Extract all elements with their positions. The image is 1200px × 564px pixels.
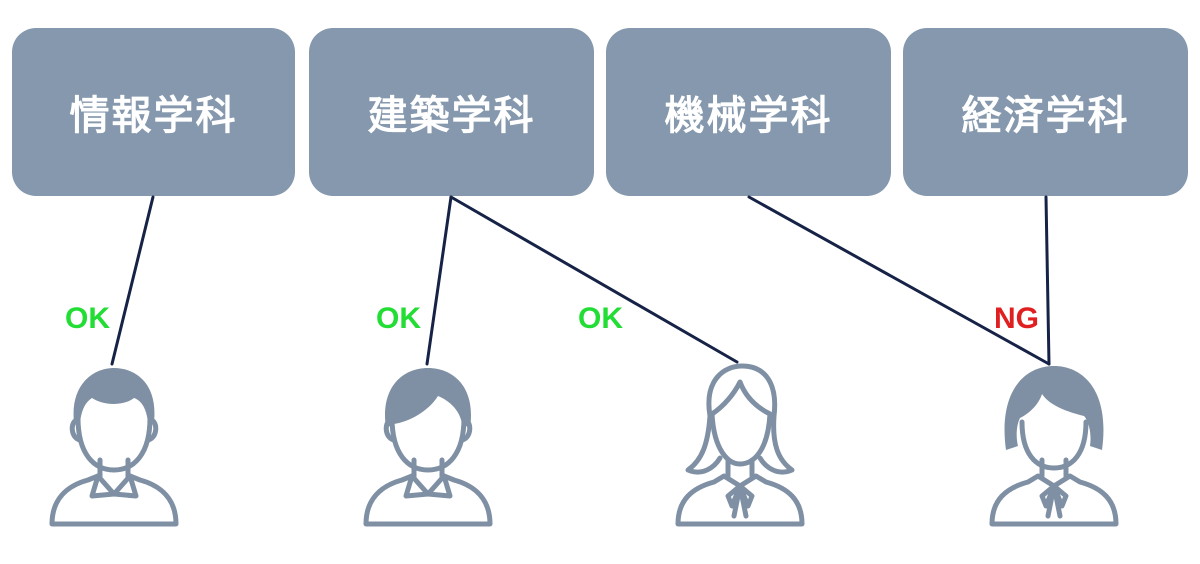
female-student-long-hair-icon	[675, 363, 805, 527]
department-label: 情報学科	[69, 93, 238, 139]
result-label-ok: OK	[376, 302, 421, 335]
connector-line	[1044, 195, 1051, 366]
result-label-ok: OK	[578, 302, 623, 335]
connector-line	[110, 195, 155, 366]
connector-line	[425, 195, 453, 366]
department-box-economics: 経済学科	[903, 28, 1188, 196]
connector-line	[449, 195, 739, 364]
female-student-bob-hair-icon	[989, 366, 1119, 527]
department-box-architecture: 建築学科	[309, 28, 594, 196]
result-label-ng: NG	[994, 302, 1039, 335]
department-box-information: 情報学科	[12, 28, 295, 196]
male-student-icon	[49, 368, 179, 527]
department-box-mechanical: 機械学科	[606, 28, 891, 196]
department-label: 機械学科	[664, 93, 833, 139]
male-student-icon	[363, 368, 493, 527]
department-label: 経済学科	[961, 93, 1130, 139]
department-label: 建築学科	[367, 93, 536, 139]
connector-line	[747, 195, 1051, 366]
result-label-ok: OK	[65, 302, 110, 335]
